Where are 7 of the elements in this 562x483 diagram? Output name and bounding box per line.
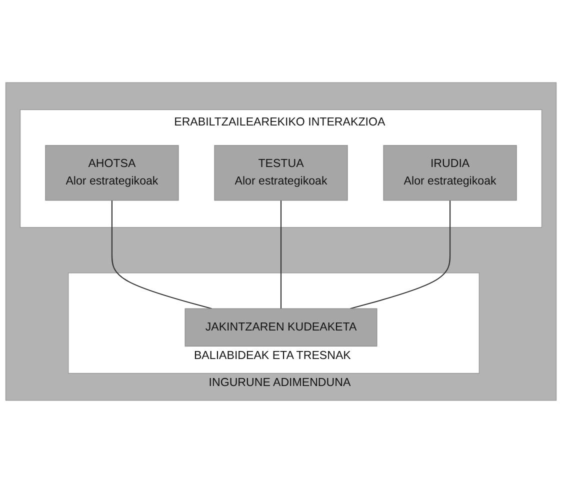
- connector: [350, 200, 451, 310]
- node-box: JAKINTZAREN KUDEAKETA: [184, 308, 378, 347]
- connector: [111, 200, 212, 310]
- node-box: AHOTSA Alor estrategikoak: [45, 145, 179, 201]
- node-box: IRUDIA Alor estrategikoak: [383, 145, 517, 201]
- node-box: TESTUA Alor estrategikoak: [214, 145, 348, 201]
- connector: [280, 200, 282, 309]
